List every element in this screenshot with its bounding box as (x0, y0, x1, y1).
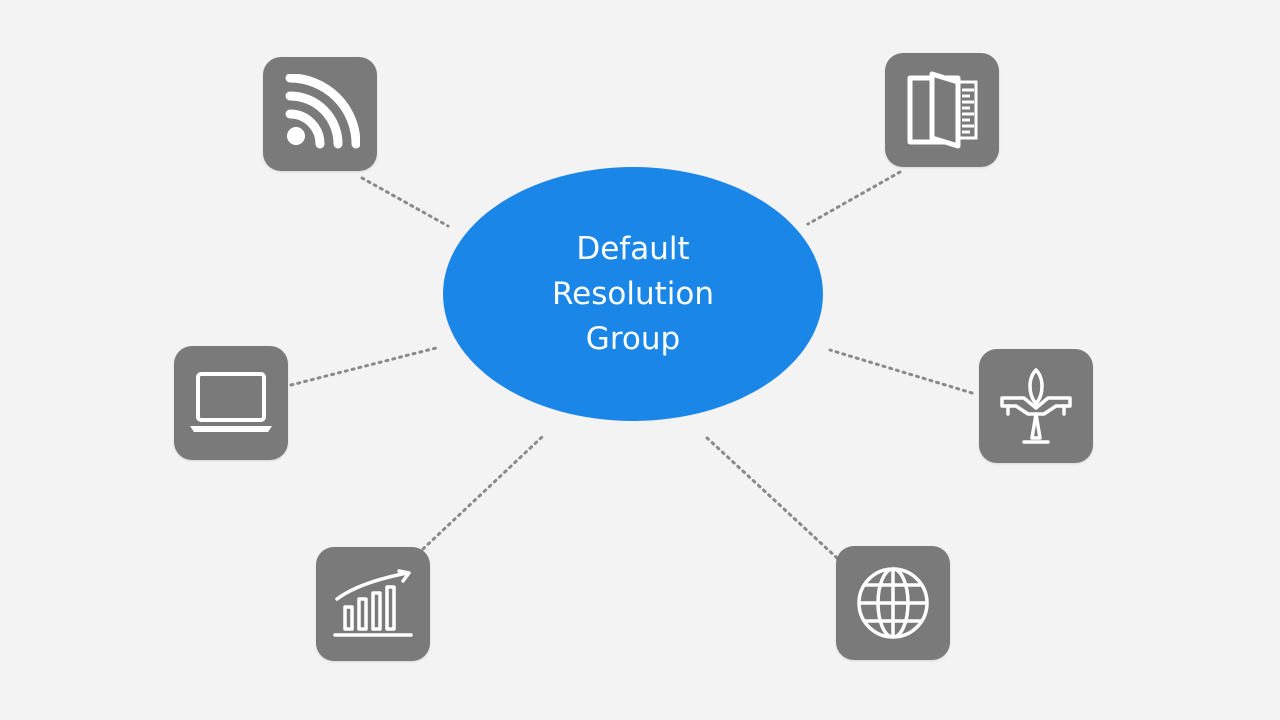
laptop-icon (190, 372, 272, 432)
node-globe (836, 546, 950, 660)
node-plane (979, 349, 1093, 463)
connector-chart (421, 435, 544, 551)
central-label-line-2: Resolution (552, 275, 714, 312)
central-label-line-3: Group (585, 320, 681, 357)
central-label-line-1: Default (576, 230, 690, 267)
document-door-icon (907, 71, 978, 149)
central-node-label: Default Resolution Group (518, 227, 748, 362)
connector-plane (828, 348, 974, 395)
bar-chart-icon (333, 569, 413, 637)
node-rss (263, 57, 377, 171)
connector-laptop (289, 346, 438, 387)
plane-antenna-icon (1000, 368, 1072, 444)
node-laptop (174, 346, 288, 460)
connector-globe (704, 435, 839, 560)
node-document (885, 53, 999, 167)
connector-rss (360, 176, 450, 228)
central-node: Default Resolution Group (443, 167, 823, 421)
connector-door (806, 170, 902, 226)
node-chart (316, 547, 430, 661)
globe-icon (857, 567, 929, 639)
rss-feed-icon (285, 74, 360, 149)
